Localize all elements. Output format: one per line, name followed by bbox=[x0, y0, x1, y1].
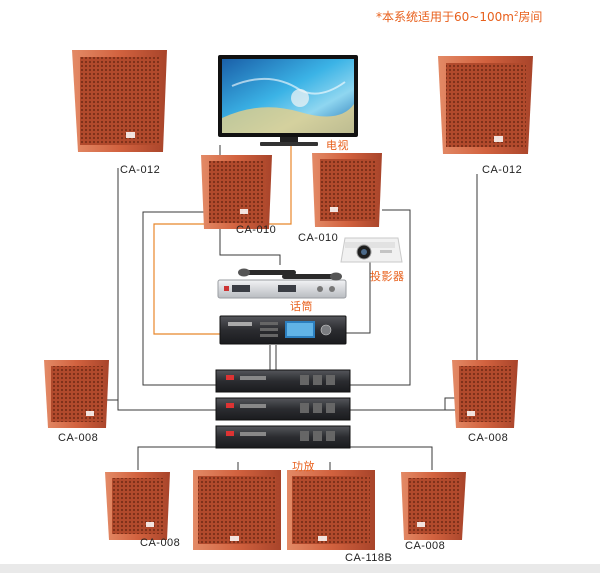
wire-ca008-bottom-left bbox=[137, 446, 216, 470]
speaker-ca008-bottom-right bbox=[401, 472, 466, 540]
note-text: *本系统适用于60~100 bbox=[376, 10, 503, 24]
label-ca008-mid-right: CA-008 bbox=[468, 432, 509, 444]
microphone-icon bbox=[238, 268, 342, 281]
wire-ca010-left bbox=[142, 211, 216, 386]
speaker-ca012-left bbox=[72, 50, 167, 152]
note-unit: m bbox=[502, 10, 514, 24]
wire-projector bbox=[346, 262, 371, 334]
label-ca012-right: CA-012 bbox=[482, 164, 523, 176]
label-ca010-left: CA-010 bbox=[236, 224, 277, 236]
subwoofer-left bbox=[193, 470, 281, 550]
footer-strip bbox=[0, 564, 600, 573]
label-ca118b: CA-118B bbox=[345, 552, 393, 564]
label-ca008-bottom-left: CA-008 bbox=[140, 537, 181, 549]
speaker-ca008-bottom-left bbox=[105, 472, 170, 540]
wiring-orange bbox=[153, 140, 292, 335]
wire-orange-tv-mixer bbox=[153, 140, 292, 335]
speaker-ca012-right bbox=[438, 56, 533, 154]
note-superscript: 2 bbox=[513, 10, 519, 18]
label-ca008-mid-left: CA-008 bbox=[58, 432, 99, 444]
wiring bbox=[81, 145, 486, 470]
label-ca012-left: CA-012 bbox=[120, 164, 161, 176]
wire-ca010-right bbox=[350, 209, 411, 386]
amplifier-2 bbox=[215, 397, 351, 421]
label-microphone: 话筒 bbox=[290, 300, 313, 313]
amplifier-1 bbox=[215, 369, 351, 393]
label-projector: 投影器 bbox=[370, 270, 405, 283]
note-tail: 房间 bbox=[518, 10, 543, 24]
wire-ca012-left bbox=[117, 168, 216, 411]
tv bbox=[218, 55, 358, 146]
wire-ca008-bottom-right bbox=[350, 446, 433, 470]
room-size-note: *本系统适用于60~100m2房间 bbox=[376, 8, 542, 25]
mixer bbox=[219, 315, 347, 345]
label-tv: 电视 bbox=[326, 139, 349, 152]
label-amplifier: 功放 bbox=[292, 460, 315, 473]
speaker-ca008-mid-left bbox=[44, 360, 109, 428]
label-ca008-bottom-right: CA-008 bbox=[405, 540, 446, 552]
label-ca010-right: CA-010 bbox=[298, 232, 339, 244]
amplifier-3 bbox=[215, 425, 351, 449]
speaker-ca010-right bbox=[312, 153, 382, 227]
projector bbox=[340, 237, 403, 263]
microphone-receiver bbox=[217, 279, 347, 299]
speaker-ca008-mid-right bbox=[452, 360, 518, 428]
subwoofer-ca118b bbox=[287, 470, 375, 550]
speaker-ca010-left bbox=[201, 155, 272, 229]
